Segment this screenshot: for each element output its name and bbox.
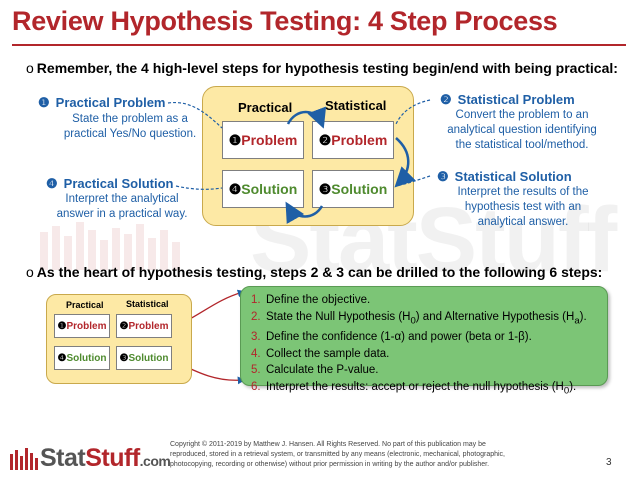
- side-statistical-solution-body: Interpret the results of the hypothesis …: [457, 186, 589, 228]
- watermark-bars-icon: [40, 222, 180, 270]
- page-number: 3: [606, 457, 612, 468]
- side-practical-problem-body: State the problem as a practical Yes/No …: [63, 113, 197, 140]
- step-3-number: ❸: [318, 180, 332, 197]
- small-col-header-practical: Practical: [66, 300, 104, 310]
- step-item: 5.Calculate the P-value.: [251, 364, 379, 377]
- side-statistical-problem-body: Convert the problem to an analytical que…: [447, 109, 597, 151]
- small-col-header-statistical: Statistical: [126, 299, 169, 309]
- copyright-notice: Copyright © 2011-2019 by Matthew J. Hans…: [170, 441, 505, 468]
- col-header-statistical: Statistical: [325, 98, 387, 113]
- step-4-number: ❹: [228, 180, 242, 197]
- step-4-icon: ❹: [46, 176, 58, 191]
- six-steps-list: 1.Define the objective. 2.State the Null…: [241, 287, 607, 400]
- bullet-marker: o: [26, 60, 34, 76]
- step-item: 6.Interpret the results: accept or rejec…: [251, 380, 577, 397]
- step-item: 3.Define the confidence (1-α) and power …: [251, 331, 532, 344]
- step-item: 4.Collect the sample data.: [251, 347, 390, 360]
- col-header-practical: Practical: [238, 100, 293, 115]
- title-underline: [12, 44, 626, 46]
- step-2-icon: ❷: [440, 92, 452, 107]
- logo-bars-icon: [10, 448, 38, 470]
- step-item: 1.Define the objective.: [251, 294, 371, 306]
- bullet-marker: o: [26, 264, 34, 280]
- bullet-2-text: As the heart of hypothesis testing, step…: [36, 264, 603, 280]
- page-title: Review Hypothesis Testing: 4 Step Proces…: [12, 6, 558, 36]
- cell-label: Solution: [241, 181, 298, 197]
- cell-label: Solution: [331, 181, 388, 197]
- step-1-icon: ❶: [38, 95, 50, 110]
- cell-label: Problem: [331, 132, 388, 148]
- footer-logo: StatStuff.com: [40, 444, 171, 472]
- step-item: 2.State the Null Hypothesis (H0) and Alt…: [251, 310, 587, 326]
- step-2-number: ❷: [318, 131, 332, 148]
- six-steps-box: 1.Define the objective. 2.State the Null…: [240, 286, 608, 396]
- side-practical-solution-body: Interpret the analytical answer in a pra…: [56, 193, 188, 220]
- step-3-icon: ❸: [437, 169, 449, 184]
- cell-label: Problem: [241, 132, 298, 148]
- step-1-number: ❶: [228, 131, 242, 148]
- bullet-1-text: Remember, the 4 high-level steps for hyp…: [36, 60, 618, 76]
